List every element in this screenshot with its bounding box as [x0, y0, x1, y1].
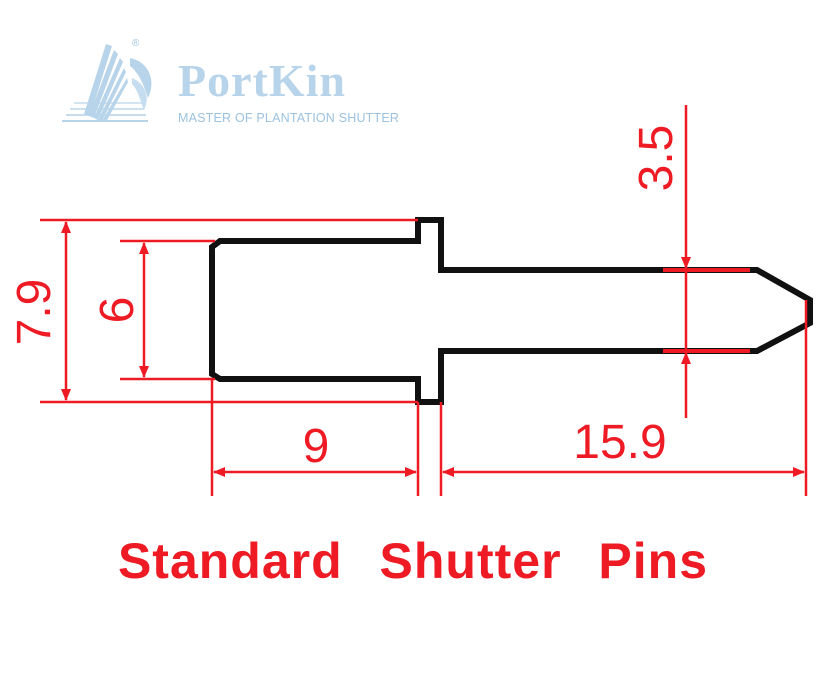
dimension-lines	[40, 105, 808, 496]
label-overall-height: 7.9	[8, 279, 61, 346]
label-head-height: 6	[91, 297, 144, 324]
diagram-caption: Standard Shutter Pins	[117, 533, 709, 589]
brand-name: PortKin	[178, 55, 346, 106]
fan-emblem-icon	[62, 44, 152, 122]
registered-mark: ®	[132, 38, 140, 49]
label-pin-diameter: 3.5	[630, 125, 683, 192]
label-pin-length: 15.9	[573, 416, 666, 469]
brand-logo: ® PortKin MASTER OF PLANTATION SHUTTER	[60, 38, 400, 133]
pin-outline	[209, 217, 813, 405]
brand-tagline: MASTER OF PLANTATION SHUTTER	[178, 111, 400, 125]
label-head-length: 9	[303, 420, 330, 473]
